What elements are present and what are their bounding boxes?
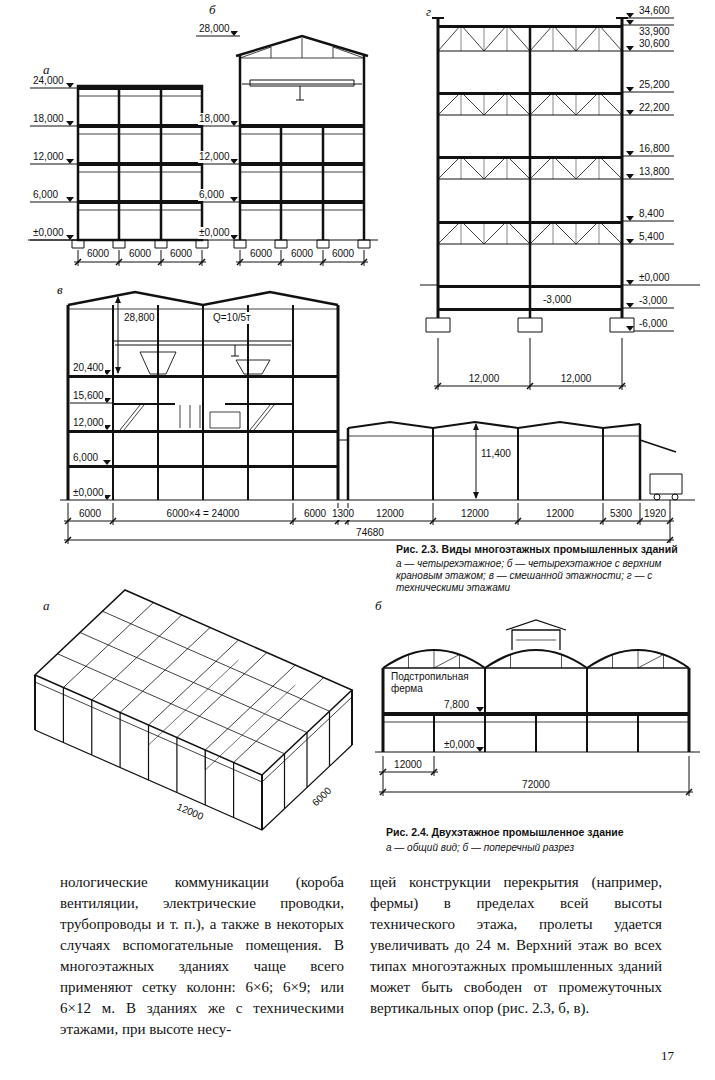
elevation-mark: 13,800	[638, 166, 671, 178]
dimension: 6000	[78, 508, 102, 520]
elevation-mark: 6,000	[32, 189, 59, 201]
elevation-mark: 34,600	[638, 5, 671, 17]
elevation-mark: -3,000	[638, 295, 668, 307]
elevation-mark: ±0,000	[443, 739, 476, 751]
section-technical-floors	[420, 13, 700, 390]
dimension: 6000	[128, 248, 152, 260]
elevation-mark: 20,400	[72, 362, 105, 374]
figure-letter: б	[374, 598, 383, 613]
elevation-mark: 28,000	[198, 23, 231, 35]
dimension: 6000	[249, 248, 273, 260]
elevation-mark: 15,600	[72, 390, 105, 402]
section-mixed-height	[60, 292, 695, 544]
dimension: 12000	[393, 759, 423, 771]
dimension: 12000	[545, 508, 575, 520]
dimension: 11,400	[480, 448, 512, 460]
elevation-mark: 12,000	[198, 151, 231, 163]
elevation-mark: 12,000	[72, 417, 105, 429]
elevation-mark: 5,400	[638, 231, 665, 243]
elevation-mark: 30,600	[638, 38, 671, 50]
elevation-mark: 6,000	[72, 452, 99, 464]
elevation-mark: ±0,000	[638, 272, 671, 284]
elevation-mark: 18,000	[32, 113, 65, 125]
dimension: 6000	[303, 508, 327, 520]
axonometric-view	[35, 590, 352, 830]
two-storey-section	[375, 620, 700, 796]
elevation-mark: 7,800	[443, 699, 470, 711]
figure-letter: в	[56, 282, 64, 297]
elevation-mark: ±0,000	[198, 227, 231, 239]
elevation-mark: -3,000	[542, 294, 572, 306]
elevation-mark: 8,400	[638, 208, 665, 220]
dimension: 72000	[521, 779, 551, 791]
dimension: 1300	[331, 508, 355, 520]
elevation-mark: 16,800	[638, 143, 671, 155]
dimension: 74680	[355, 527, 385, 539]
elevation-mark: 33,900	[638, 26, 671, 38]
callout-label: Подстропильная ферма	[390, 671, 478, 695]
figure-letter: а	[42, 598, 51, 613]
elevation-mark: 6,000	[198, 189, 225, 201]
dimension: 6000	[331, 248, 355, 260]
elevation-mark: 12,000	[32, 151, 65, 163]
elevation-mark: ±0,000	[72, 487, 105, 499]
elevation-mark: 18,000	[198, 113, 231, 125]
dimension: 6000	[290, 248, 314, 260]
figure-caption: Рис. 2.3. Виды многоэтажных промышленных…	[395, 543, 702, 556]
figure-letter: г	[425, 4, 432, 19]
page-number: 17	[660, 1048, 675, 1063]
dimension: 1920	[643, 508, 667, 520]
body-text: нологические коммуникации (короба вентил…	[60, 872, 344, 1040]
caption-legend: а — общий вид; б — поперечный разрез	[385, 842, 707, 854]
elevation-mark: 22,200	[638, 102, 671, 114]
section-four-storey	[28, 83, 208, 266]
figure-letter: б	[208, 2, 217, 17]
elevation-mark: 25,200	[638, 79, 671, 91]
section-crane-storey	[195, 31, 378, 266]
elevation-mark: ±0,000	[32, 227, 65, 239]
elevation-mark: -6,000	[638, 318, 668, 330]
crane-capacity: Q=10/5т	[212, 312, 252, 324]
dimension: 6000	[309, 784, 335, 809]
dimension: 6000×4 = 24000	[166, 508, 241, 520]
caption-legend: а — четырехэтажное; б — четырехэтажное с…	[395, 558, 702, 594]
figure-caption: Рис. 2.4. Двухэтажное промышленное здани…	[385, 826, 707, 839]
dimension: 6000	[169, 248, 193, 260]
dimension: 6000	[86, 248, 110, 260]
dimension: 5300	[609, 508, 633, 520]
elevation-mark: 24,000	[32, 75, 65, 87]
dimension: 12,000	[468, 373, 501, 385]
dimension: 12000	[375, 508, 405, 520]
body-text: щей конструкции перекрытия (например, фе…	[370, 872, 662, 1019]
dimension: 12000	[174, 800, 206, 823]
dimension: 12000	[460, 508, 490, 520]
dimension: 28,800	[123, 312, 156, 324]
dimension: 12,000	[560, 373, 593, 385]
